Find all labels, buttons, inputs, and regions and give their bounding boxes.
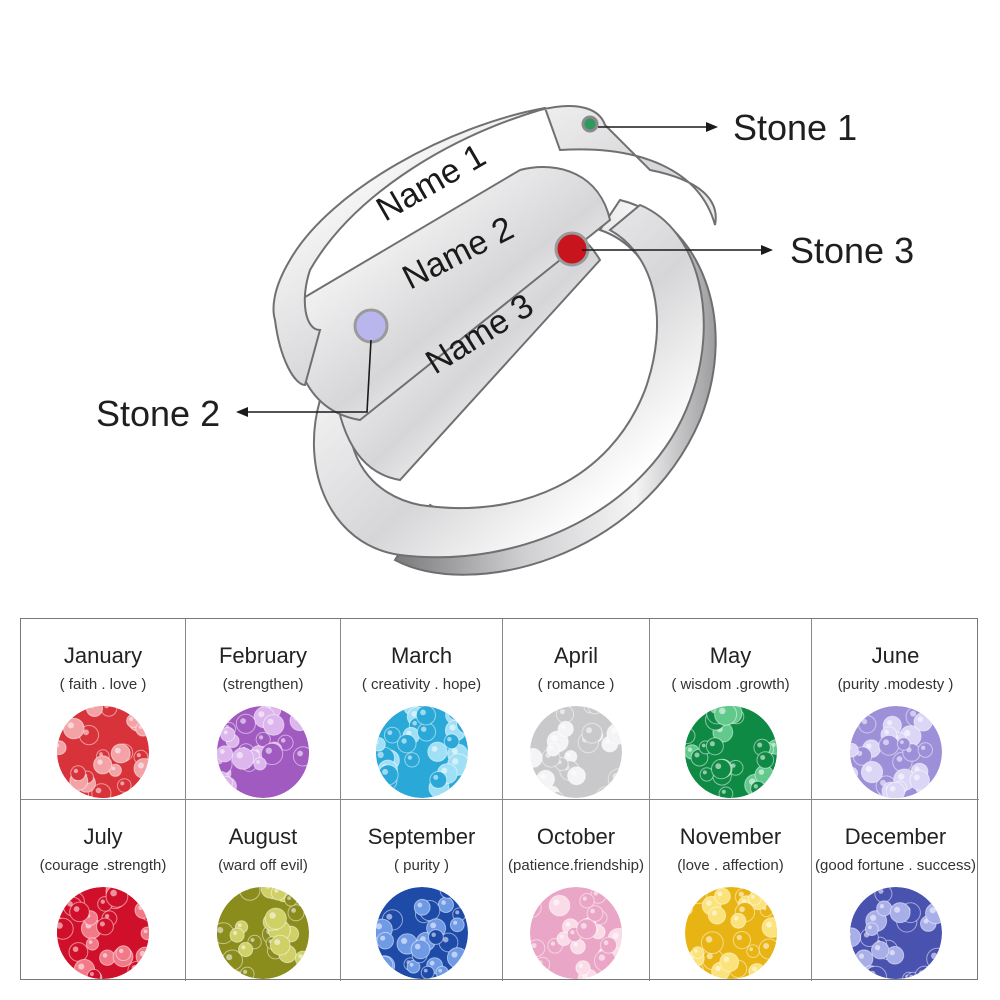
- month-name: March: [390, 643, 453, 668]
- month-meaning: (courage .strength): [39, 857, 167, 874]
- ring-illustration: Name 1 Name 2 Name 3 Stone 1 Stone 3 Sto…: [96, 105, 915, 576]
- month-meaning: (love . affection): [677, 857, 784, 874]
- birthstone-cell: January ( faith . love ): [21, 619, 186, 800]
- birthstone-cell: November (love . affection): [650, 800, 812, 981]
- ring-image: Name 1 Name 2 Name 3: [236, 105, 773, 576]
- stone-1-label: Stone 1: [733, 107, 858, 148]
- month-meaning: (ward off evil): [218, 857, 308, 874]
- birthstone-cell: February (strengthen): [186, 619, 341, 800]
- month-name: December: [844, 824, 947, 849]
- stone-3-label: Stone 3: [790, 230, 915, 271]
- birthstone-cell: December (good fortune . success): [812, 800, 979, 981]
- birthstone-gem-pile: [57, 887, 149, 979]
- month-name: August: [228, 824, 298, 849]
- birthstone-cell: October (patience.friendship): [503, 800, 650, 981]
- birthstone-gem-pile: [375, 706, 468, 798]
- month-meaning: (purity .modesty ): [837, 676, 954, 693]
- stone-2-arrow: [244, 339, 372, 413]
- birthstone-cell: April ( romance ): [503, 619, 650, 800]
- birthstone-gem-pile: [217, 706, 309, 798]
- month-meaning: ( faith . love ): [59, 676, 147, 693]
- month-meaning: (good fortune . success): [815, 857, 976, 874]
- birthstone-gem-pile: [849, 887, 942, 979]
- month-name: April: [553, 643, 598, 668]
- birthstone-gem-pile: [684, 706, 777, 798]
- month-meaning: (patience.friendship): [508, 857, 644, 874]
- birthstone-gem-pile: [530, 706, 622, 798]
- birthstone-gem-pile: [849, 706, 942, 798]
- month-name: June: [871, 643, 920, 668]
- birthstone-cell: May ( wisdom .growth): [650, 619, 812, 800]
- birthstone-gem-pile: [375, 887, 468, 979]
- birthstone-cell: September ( purity ): [341, 800, 503, 981]
- month-meaning: ( romance ): [537, 676, 615, 693]
- birthstone-cell: June (purity .modesty ): [812, 619, 979, 800]
- month-meaning: ( creativity . hope): [361, 676, 482, 693]
- month-name: February: [218, 643, 308, 668]
- stone-2-gem: [353, 308, 389, 344]
- birthstone-gem-pile: [530, 887, 622, 979]
- stone-3-gem: [554, 231, 590, 267]
- birthstone-cell: March ( creativity . hope): [341, 619, 503, 800]
- birthstone-gem-pile: [57, 706, 149, 798]
- birthstone-cell: August (ward off evil): [186, 800, 341, 981]
- month-name: July: [83, 824, 123, 849]
- month-name: November: [679, 824, 782, 849]
- month-meaning: ( wisdom .growth): [671, 676, 790, 693]
- month-name: May: [709, 643, 752, 668]
- birthstone-gem-pile: [217, 887, 309, 979]
- month-name: September: [367, 824, 476, 849]
- month-name: October: [536, 824, 616, 849]
- month-meaning: ( purity ): [393, 857, 449, 874]
- month-meaning: (strengthen): [222, 676, 304, 693]
- stone-2-label: Stone 2: [96, 393, 221, 434]
- birthstone-chart: January ( faith . love ) February (strength…: [20, 618, 979, 981]
- month-name: January: [63, 643, 143, 668]
- stone-1-gem: [581, 115, 599, 133]
- birthstone-cell: July (courage .strength): [21, 800, 186, 981]
- birthstone-gem-pile: [684, 887, 777, 979]
